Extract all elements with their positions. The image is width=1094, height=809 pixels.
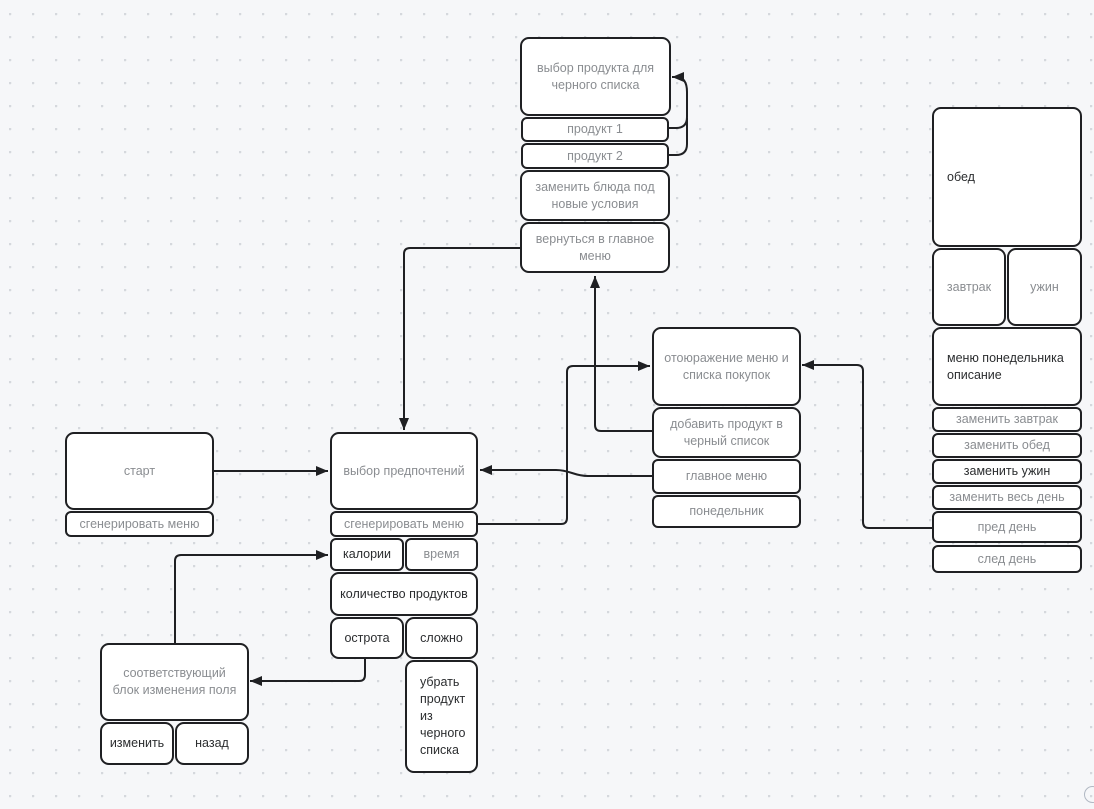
node-product1[interactable]: продукт 1 (521, 117, 669, 142)
node-replace-dishes[interactable]: заменить блюда под новые условия (520, 170, 670, 221)
connector-spiciness-to-fieldeditblock[interactable] (250, 659, 366, 686)
node-time[interactable]: время (405, 538, 478, 571)
node-dinner[interactable]: ужин (1007, 248, 1082, 326)
node-product-select[interactable]: выбор продукта для черного списка (520, 37, 671, 116)
node-swap-dinner[interactable]: заменить ужин (932, 459, 1082, 484)
connector-addblacklist-to-backtomain[interactable] (590, 276, 652, 432)
connector-mainmenu-to-preferences[interactable] (480, 465, 652, 477)
node-generate-menu-center[interactable]: сгенерировать меню (330, 511, 478, 537)
node-start[interactable]: старт (65, 432, 214, 510)
node-breakfast[interactable]: завтрак (932, 248, 1006, 326)
connector-product2-to-productselect[interactable] (669, 118, 688, 156)
node-calories[interactable]: калории (330, 538, 404, 571)
node-field-edit-block[interactable]: соответствующий блок изменения поля (100, 643, 249, 721)
connector-generatemenu-to-menudisplay[interactable] (478, 361, 650, 525)
node-difficulty[interactable]: сложно (405, 617, 478, 659)
help-circle-icon[interactable] (1084, 786, 1094, 803)
node-lunch[interactable]: обед (932, 107, 1082, 247)
node-edit[interactable]: изменить (100, 722, 174, 765)
node-product2[interactable]: продукт 2 (521, 143, 669, 169)
node-add-to-blacklist[interactable]: добавить продукт в черный список (652, 407, 801, 458)
node-product-count[interactable]: количество продуктов (330, 572, 478, 616)
node-swap-lunch[interactable]: заменить обед (932, 433, 1082, 458)
node-main-menu[interactable]: главное меню (652, 459, 801, 494)
connector-prevday-to-menudisplay[interactable] (802, 360, 932, 529)
node-swap-whole-day[interactable]: заменить весь день (932, 485, 1082, 510)
node-monday[interactable]: понедельник (652, 495, 801, 528)
node-menu-display[interactable]: отоюражение меню и списка покупок (652, 327, 801, 406)
connector-product1-to-productselect[interactable] (669, 72, 688, 129)
node-back[interactable]: назад (175, 722, 249, 765)
node-prev-day[interactable]: пред день (932, 511, 1082, 543)
connector-fieldeditblock-to-calories[interactable] (174, 550, 328, 643)
node-back-to-main[interactable]: вернуться в главное меню (520, 222, 670, 273)
node-swap-breakfast[interactable]: заменить завтрак (932, 407, 1082, 432)
node-next-day[interactable]: след день (932, 545, 1082, 573)
node-preferences[interactable]: выбор предпочтений (330, 432, 478, 510)
connector-backtomain-to-preferences[interactable] (399, 247, 520, 430)
node-spiciness[interactable]: острота (330, 617, 404, 659)
node-generate-menu-left[interactable]: сгенерировать меню (65, 511, 214, 537)
node-monday-menu-desc[interactable]: меню понедельника описание (932, 327, 1082, 406)
node-remove-from-blacklist[interactable]: убрать продукт из черного списка (405, 660, 478, 773)
